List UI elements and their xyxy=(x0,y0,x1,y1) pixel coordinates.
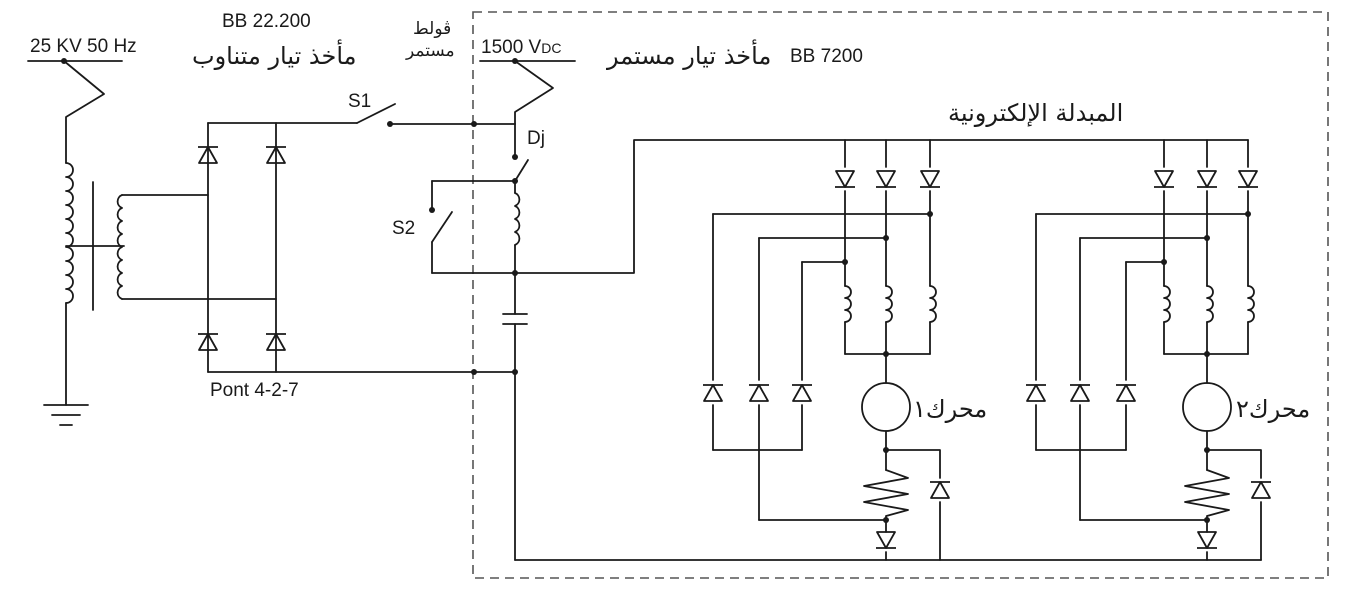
volt-word-2: مستمر xyxy=(405,41,455,61)
motor-1-icon xyxy=(861,382,911,432)
switch-s1 xyxy=(356,103,516,127)
field-resistor-2 xyxy=(1184,469,1230,533)
converter1-diode-3 xyxy=(919,170,941,188)
ground-icon xyxy=(43,404,89,426)
bridge-label: Pont 4-2-7 xyxy=(210,380,299,401)
motor-group-2 xyxy=(1025,139,1272,561)
freewheel-diode-2 xyxy=(1250,481,1272,499)
motor-2-label: محرك٢ xyxy=(1236,395,1310,423)
dc-source-label: 1500 VDC xyxy=(481,37,561,58)
smoothing-inductor xyxy=(512,192,521,315)
ac-catenary xyxy=(27,58,123,164)
dc-machine-code: BB 7200 xyxy=(790,46,863,67)
motor-group-1 xyxy=(702,139,951,561)
return-diode-2 xyxy=(1196,531,1218,549)
converter1-diode-4 xyxy=(702,384,724,402)
breaker-dj xyxy=(512,123,529,194)
converter2-diode-3 xyxy=(1237,170,1259,188)
converter1-diode-6 xyxy=(791,384,813,402)
converter-label: المبدلة الإلكترونية xyxy=(948,99,1123,127)
transformer-secondary xyxy=(116,194,277,300)
converter2-diode-2 xyxy=(1196,170,1218,188)
switch-s2 xyxy=(429,180,516,274)
rectifier-bridge xyxy=(197,122,516,375)
converter-feed xyxy=(514,139,1249,274)
switch-s2-label: S2 xyxy=(392,218,415,239)
dc-locomotive-boundary xyxy=(472,11,1329,579)
converter2-diode-5 xyxy=(1069,384,1091,402)
converter1-diode-1 xyxy=(834,170,856,188)
transformer-core xyxy=(65,181,125,311)
dc-machine-name: مأخذ تيار مستمر xyxy=(606,39,771,70)
freewheel-diode-1 xyxy=(929,481,951,499)
converter2-diode-4 xyxy=(1025,384,1047,402)
converter2-diode-1 xyxy=(1153,170,1175,188)
ac-machine-code: BB 22.200 xyxy=(222,11,311,32)
converter2-diode-6 xyxy=(1115,384,1137,402)
transformer-primary xyxy=(65,162,74,406)
converter1-diode-2 xyxy=(875,170,897,188)
volt-word-1: ڤولط xyxy=(413,19,451,39)
switch-s1-label: S1 xyxy=(348,91,371,112)
breaker-label: Dj xyxy=(527,128,545,149)
converter1-diode-5 xyxy=(748,384,770,402)
return-diode-1 xyxy=(875,531,897,549)
ac-machine-name: مأخذ تيار متناوب xyxy=(192,39,357,70)
dc-catenary xyxy=(479,58,576,125)
motor-2-icon xyxy=(1182,382,1232,432)
field-resistor-1 xyxy=(863,469,909,533)
filter-capacitor xyxy=(502,313,528,561)
motor-1-label: محرك١ xyxy=(913,395,987,423)
ac-source-label: 25 KV 50 Hz xyxy=(30,36,137,57)
